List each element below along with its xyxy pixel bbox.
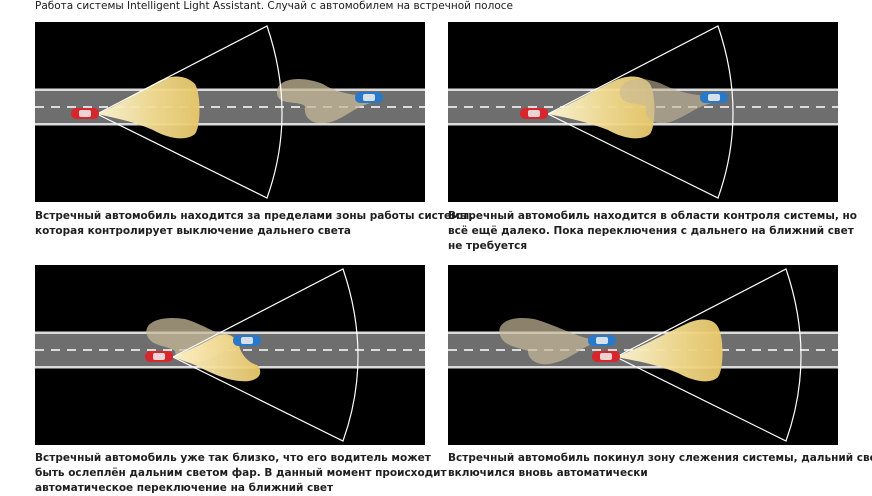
own-car: [592, 351, 620, 362]
diagram-panel-3: [35, 265, 425, 445]
scene-1: [35, 25, 425, 199]
scene-3: [35, 268, 425, 442]
diagram-panel-4: [448, 265, 838, 445]
oncoming-beam: [276, 79, 375, 124]
sensor-zone: [546, 25, 734, 199]
caption-2: Встречный автомобиль находится в области…: [448, 210, 857, 252]
own-headlight-beam: [616, 319, 723, 382]
scene-4: [448, 268, 838, 442]
scene-2: [448, 25, 838, 199]
caption-1: Встречный автомобиль находится за предел…: [35, 210, 474, 237]
caption-4: Встречный автомобиль покинул зону слежен…: [448, 452, 872, 479]
sensor-zone: [95, 25, 283, 199]
diagram-panel-2: [448, 22, 838, 202]
own-car: [71, 108, 99, 119]
oncoming-car: [355, 92, 383, 103]
oncoming-beam: [619, 79, 716, 124]
caption-3: Встречный автомобиль уже так близко, что…: [35, 452, 447, 494]
sensor-zone: [614, 268, 802, 442]
own-car: [520, 108, 548, 119]
oncoming-car: [700, 92, 728, 103]
diagram-panel-1: [35, 22, 425, 202]
oncoming-car: [233, 335, 261, 346]
own-headlight-beam: [97, 76, 200, 139]
sensor-zone: [171, 268, 359, 442]
oncoming-car: [588, 335, 616, 346]
page-title: Работа системы Intelligent Light Assista…: [35, 0, 513, 12]
oncoming-beam: [499, 317, 590, 365]
own-car: [145, 351, 173, 362]
